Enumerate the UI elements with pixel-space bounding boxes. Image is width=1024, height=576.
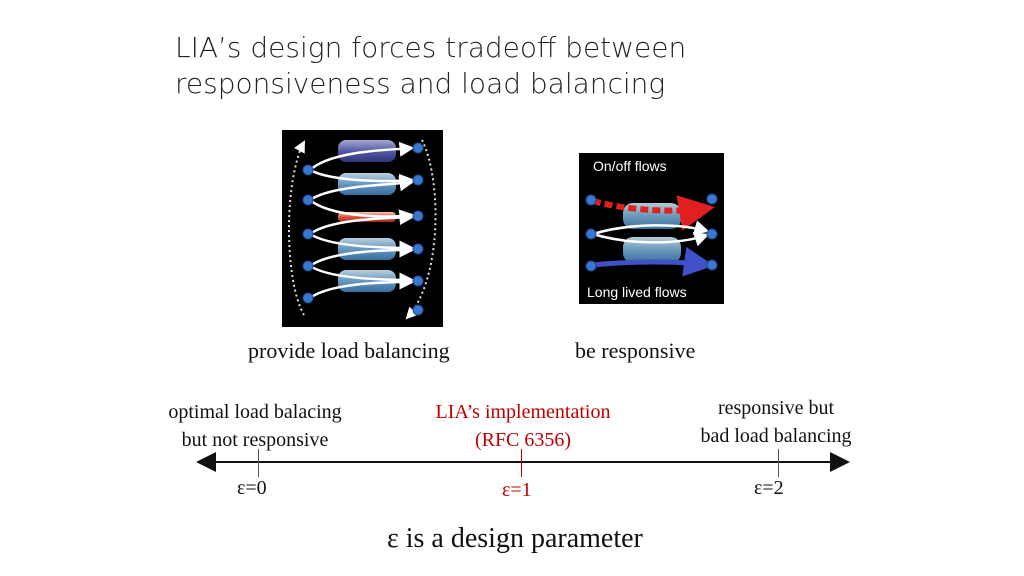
on-off-flows-label: On/off flows (593, 158, 667, 174)
tick-label-epsilon-1: ε=1 (502, 479, 532, 501)
tick-label-epsilon-2: ε=2 (754, 477, 784, 499)
long-lived-flows-label: Long lived flows (587, 284, 687, 300)
load-balancing-figure (282, 130, 443, 327)
responsive-caption: be responsive (575, 338, 696, 363)
tick-epsilon-0 (258, 449, 259, 477)
responsive-diagram: On/off flows Long lived flows (585, 158, 718, 300)
left-axis-label-line-1: optimal load balacing (168, 401, 342, 423)
tick-label-epsilon-0: ε=0 (237, 477, 267, 499)
slide-title: LIA’s design forces tradeoff between res… (175, 30, 815, 102)
title-line-2: responsiveness and load balancing (175, 67, 666, 100)
left-axis-label: optimal load balacing but not responsive (150, 398, 360, 454)
right-axis-label: responsive but bad load balancing (676, 394, 876, 450)
design-parameter-note: ε is a design parameter (387, 523, 643, 554)
load-balancing-caption: provide load balancing (248, 338, 450, 363)
middle-axis-label: LIA’s implementation (RFC 6356) (410, 398, 636, 454)
middle-axis-label-line-1: LIA’s implementation (435, 401, 611, 423)
right-axis-label-line-1: responsive but (717, 397, 835, 419)
tick-epsilon-1 (521, 449, 522, 477)
middle-axis-label-line-2: (RFC 6356) (474, 429, 572, 451)
tick-epsilon-2 (778, 449, 779, 477)
load-balancing-diagram (288, 139, 437, 320)
right-axis-label-line-2: bad load balancing (700, 425, 852, 447)
responsive-figure: On/off flows Long lived flows (579, 153, 724, 304)
title-line-1: LIA’s design forces tradeoff between (175, 31, 687, 64)
left-axis-label-line-2: but not responsive (181, 429, 329, 451)
